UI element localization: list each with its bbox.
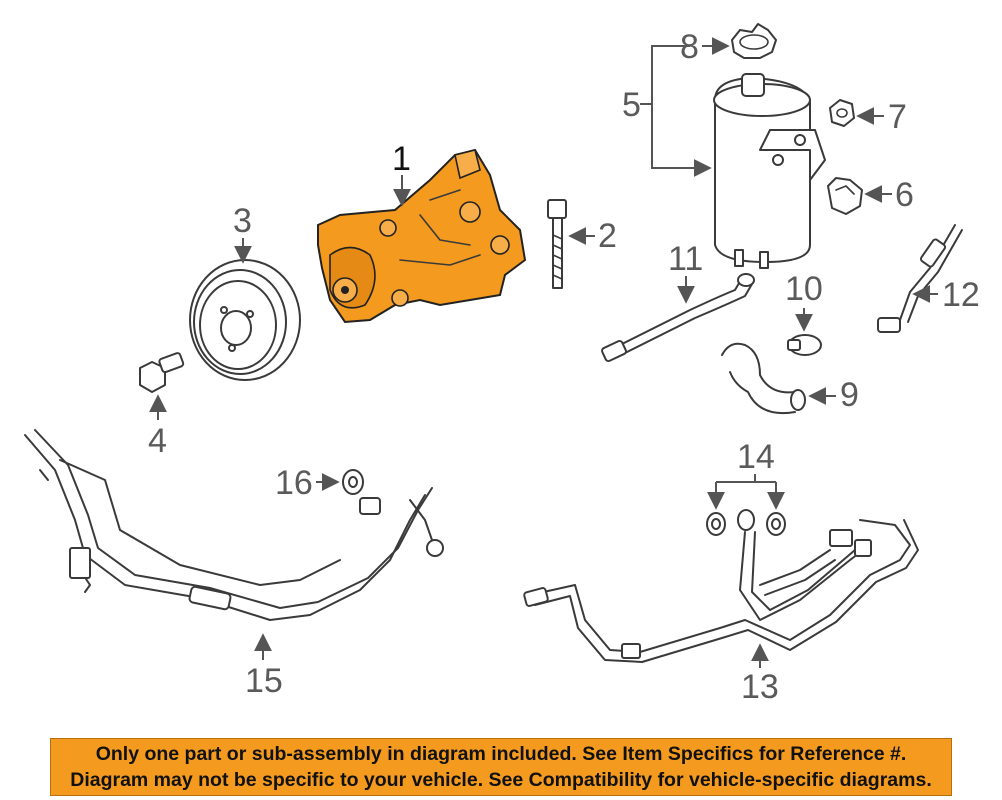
svg-text:7: 7	[888, 98, 907, 136]
pulley-bolt[interactable]	[139, 352, 185, 393]
svg-text:10: 10	[785, 270, 823, 308]
parts-diagram: 1 2 3 4	[24, 23, 980, 706]
svg-text:5: 5	[622, 86, 641, 124]
callout-13: 13	[741, 643, 779, 706]
reservoir-nut[interactable]	[829, 99, 855, 127]
callout-16: 16	[275, 464, 340, 502]
callout-15: 15	[245, 633, 283, 700]
callout-10: 10	[785, 270, 823, 332]
svg-text:14: 14	[737, 438, 775, 476]
pressure-hose-assembly[interactable]	[24, 429, 444, 621]
seal-washer-pair[interactable]	[706, 509, 786, 536]
callout-4: 4	[148, 394, 167, 460]
callout-9: 9	[808, 376, 859, 414]
svg-text:1: 1	[392, 140, 411, 178]
svg-text:3: 3	[233, 202, 252, 240]
seal-washer[interactable]	[342, 469, 364, 495]
reservoir-grommet[interactable]	[827, 177, 863, 215]
disclaimer-banner: Only one part or sub-assembly in diagram…	[50, 738, 952, 796]
callout-14: 14	[707, 438, 785, 510]
callout-1: 1	[392, 140, 411, 207]
pressure-sensor-line[interactable]	[877, 224, 963, 333]
callout-5: 5	[622, 45, 712, 177]
svg-text:6: 6	[895, 176, 914, 214]
disclaimer-line-2: Diagram may not be specific to your vehi…	[70, 769, 932, 791]
callout-12: 12	[912, 276, 980, 314]
disclaimer-line-1: Only one part or sub-assembly in diagram…	[95, 743, 907, 765]
svg-text:4: 4	[148, 422, 167, 460]
suction-hose[interactable]	[601, 273, 755, 363]
callout-2: 2	[568, 217, 617, 255]
reservoir-cap[interactable]	[731, 23, 777, 59]
svg-text:11: 11	[668, 240, 703, 278]
callout-7: 7	[856, 98, 907, 136]
svg-text:9: 9	[840, 376, 859, 414]
callout-8: 8	[680, 28, 730, 66]
svg-text:2: 2	[598, 217, 617, 255]
power-steering-pump[interactable]	[317, 148, 527, 324]
svg-text:12: 12	[942, 276, 980, 314]
svg-text:16: 16	[275, 464, 313, 502]
svg-text:13: 13	[741, 668, 779, 706]
hose-clamp[interactable]	[787, 334, 822, 356]
svg-text:8: 8	[680, 28, 699, 66]
callout-3: 3	[233, 202, 252, 264]
callout-6: 6	[864, 176, 914, 214]
fluid-reservoir[interactable]	[713, 73, 826, 269]
pump-pulley[interactable]	[189, 259, 301, 381]
callout-11: 11	[668, 240, 703, 304]
pump-bolt[interactable]	[547, 199, 567, 289]
return-hose[interactable]	[721, 342, 806, 414]
svg-text:15: 15	[245, 662, 283, 700]
return-line-cooler[interactable]	[523, 519, 919, 663]
